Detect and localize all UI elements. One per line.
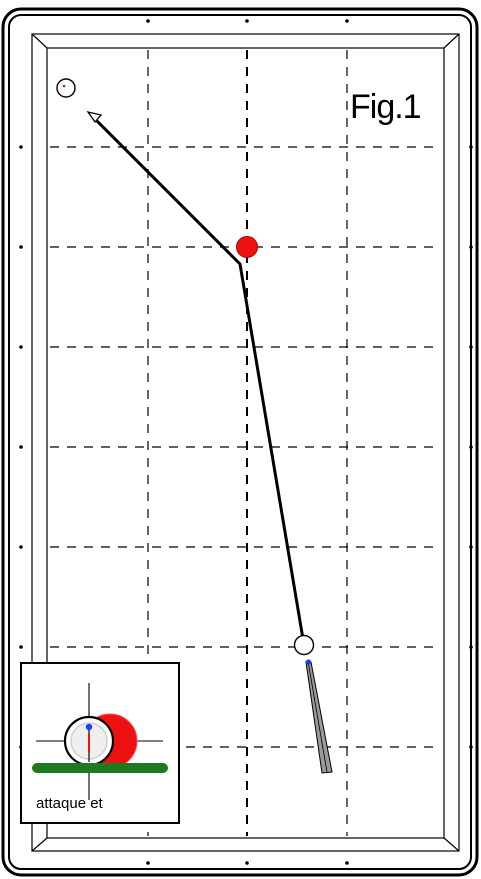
cushion-corners bbox=[31, 33, 460, 852]
diamond-marker bbox=[469, 545, 473, 549]
inset-panel bbox=[20, 662, 180, 824]
table-outer-frame bbox=[1, 7, 479, 877]
rail-diamonds bbox=[19, 19, 473, 865]
diamond-marker bbox=[19, 645, 23, 649]
diamond-marker bbox=[19, 345, 23, 349]
inset-cue-ball bbox=[63, 715, 115, 767]
cue-ball-path bbox=[90, 114, 306, 646]
white-ball-icon bbox=[56, 78, 76, 98]
diamond-marker bbox=[19, 445, 23, 449]
table-inner-frame bbox=[8, 14, 472, 870]
cushion-outer bbox=[31, 33, 460, 852]
red-ball-icon bbox=[236, 236, 258, 258]
diamond-marker bbox=[469, 345, 473, 349]
diamond-marker bbox=[245, 861, 249, 865]
diamond-marker bbox=[469, 145, 473, 149]
cue-ball bbox=[293, 634, 315, 656]
diamond-marker bbox=[469, 645, 473, 649]
diamond-marker bbox=[469, 445, 473, 449]
inset-caption: attaque et bbox=[36, 795, 103, 812]
diamond-marker bbox=[19, 545, 23, 549]
cue-stick-icon bbox=[305, 659, 333, 774]
cue-tip-marker bbox=[85, 723, 93, 731]
diamond-marker bbox=[146, 19, 150, 23]
diamond-marker bbox=[469, 745, 473, 749]
diamond-marker bbox=[469, 245, 473, 249]
figure-label: Fig.1 bbox=[350, 88, 422, 126]
diamond-marker bbox=[345, 19, 349, 23]
diamond-marker bbox=[245, 19, 249, 23]
diamond-marker bbox=[146, 861, 150, 865]
diamond-marker bbox=[19, 245, 23, 249]
diamond-marker bbox=[345, 861, 349, 865]
direction-arrow-icon bbox=[86, 110, 103, 124]
inset-cloth-strip bbox=[32, 763, 168, 773]
diamond-marker bbox=[19, 145, 23, 149]
